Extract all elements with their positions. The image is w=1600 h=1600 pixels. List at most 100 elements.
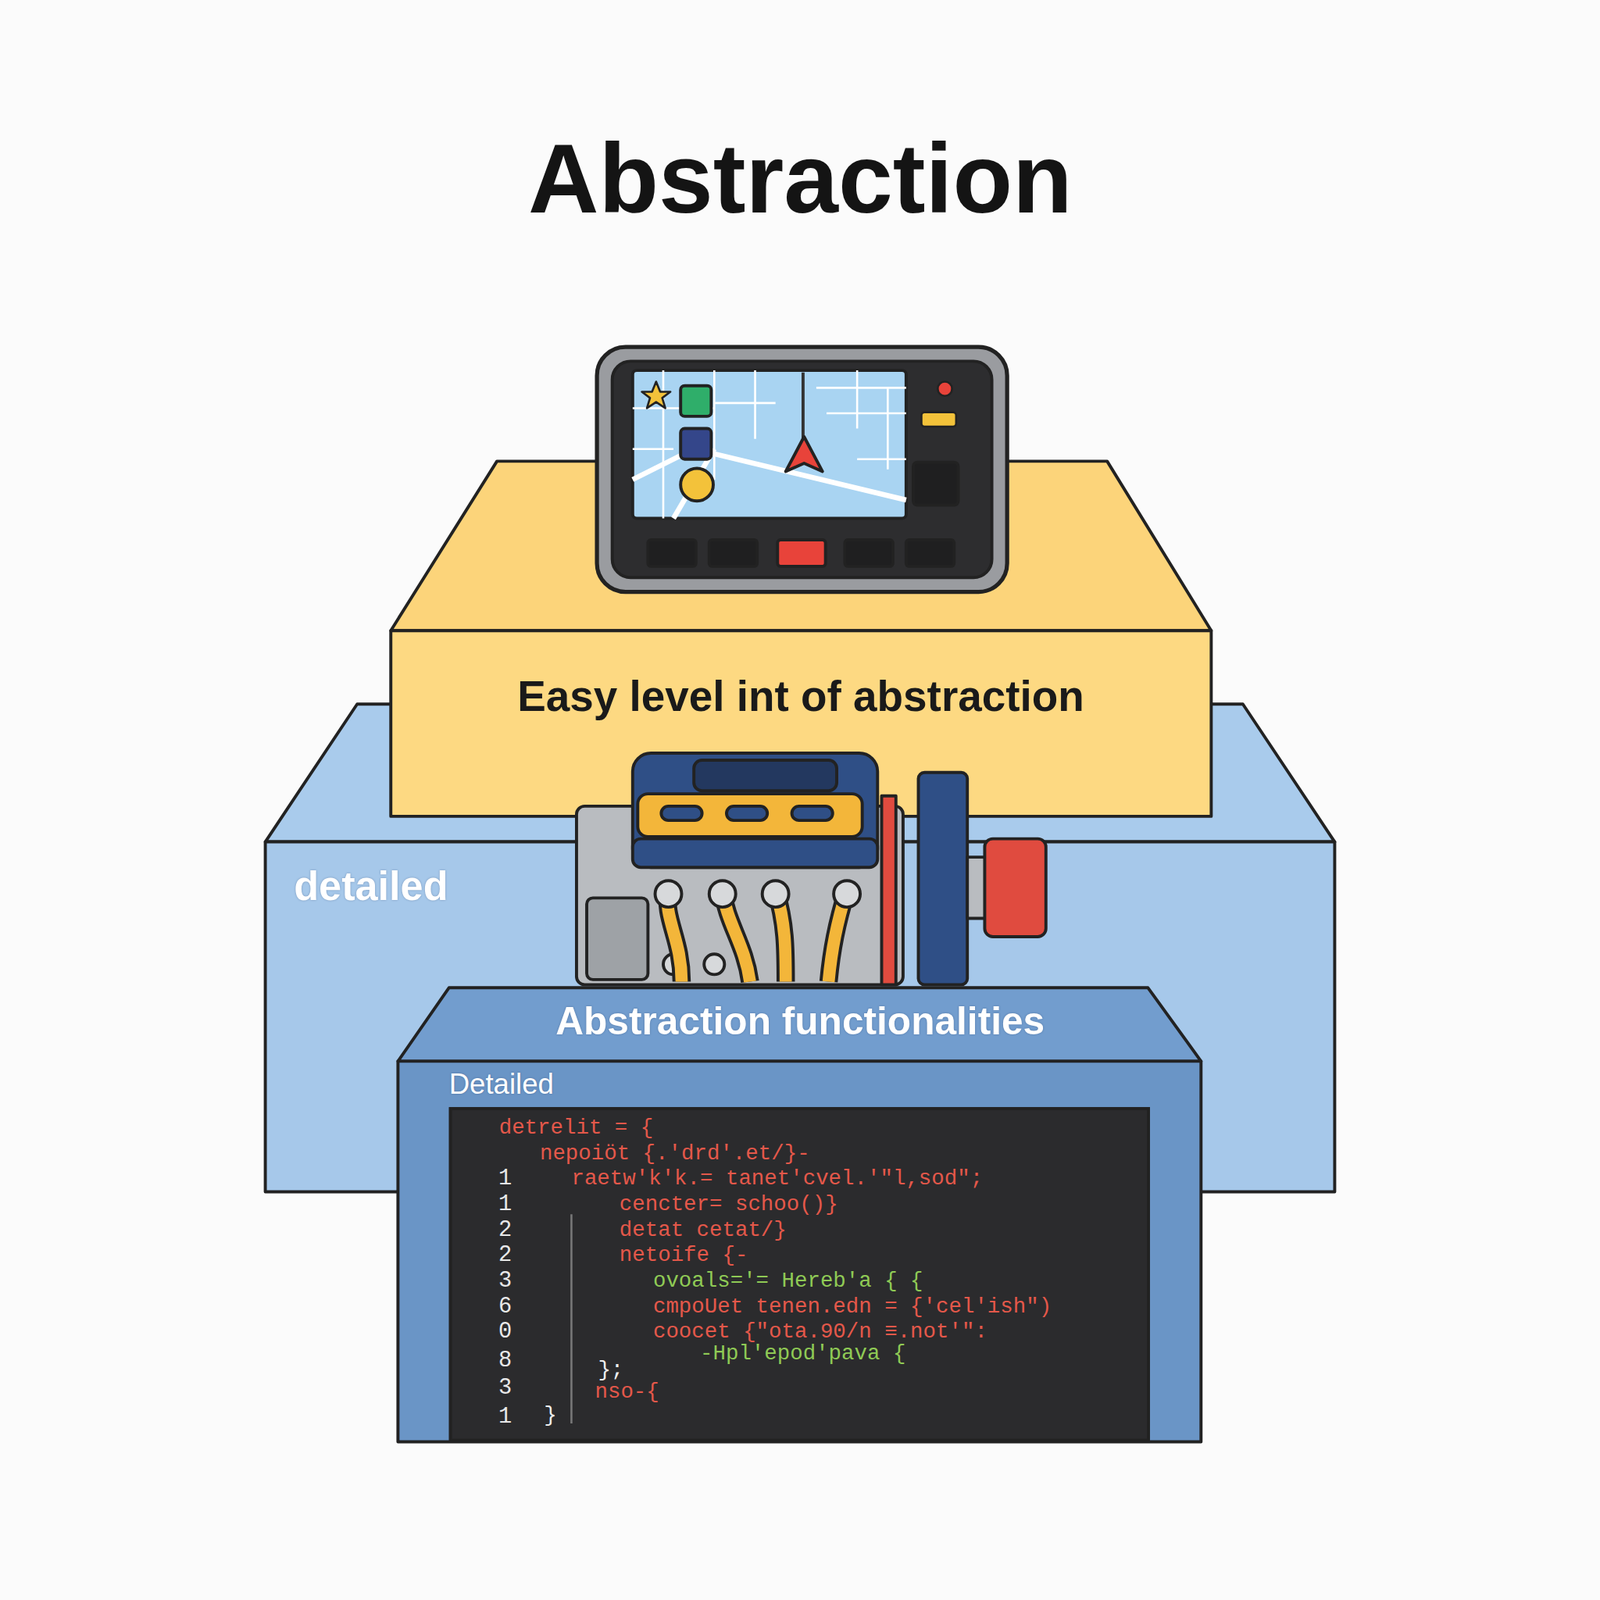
- engine-illustration-part: [726, 806, 768, 821]
- gps-device-illustration-part: [777, 539, 825, 567]
- indent-guide: [570, 1214, 573, 1424]
- abstraction-level-box-face: [390, 630, 1211, 817]
- functionality-box-face: [397, 1060, 1201, 1442]
- gps-device-illustration-part: [921, 412, 956, 427]
- engine-illustration-part: [693, 760, 837, 791]
- line-number: 1: [498, 1165, 512, 1192]
- engine-illustration-part: [576, 806, 904, 986]
- code-line-wrap: cencter= schoo()}: [619, 1192, 839, 1218]
- gps-device-illustration-part: [680, 468, 714, 502]
- engine-illustration-part: [703, 953, 725, 975]
- gps-device-illustration-part: [673, 449, 715, 519]
- line-number-wrap: 1: [498, 1191, 512, 1218]
- abstraction-level-box: Easy level int of abstraction: [390, 460, 1211, 817]
- engine-illustration-part: [722, 889, 750, 983]
- code-line: nepoiöt {.'drd'.et/}-: [539, 1142, 811, 1168]
- engine-illustration-part: [775, 889, 786, 983]
- gps-device-illustration-part: [785, 436, 823, 472]
- box-label-wrap: Detailed: [449, 1068, 554, 1102]
- code-line-wrap: };: [597, 1357, 624, 1383]
- gps-device-illustration: [596, 346, 1008, 592]
- gps-device-illustration-part: [906, 539, 954, 567]
- line-number-wrap: 6: [498, 1293, 512, 1320]
- engine-illustration: [576, 753, 1047, 985]
- functionality-box-face: [397, 987, 1201, 1061]
- code-line-wrap: nso-{: [594, 1380, 659, 1406]
- code-line-wrap: cmpoUet tenen.edn = {'cel'ish"): [653, 1294, 1052, 1320]
- engine-illustration-part: [833, 880, 861, 908]
- engine-illustration-part: [632, 839, 878, 868]
- engine-illustration-part: [881, 796, 896, 986]
- line-number: 6: [498, 1293, 512, 1320]
- code-line: ovoals='= Hereb'a { {: [653, 1269, 924, 1295]
- abstraction-level-box-outline: [390, 460, 1211, 817]
- box-label-wrap: Easy level int of abstraction: [517, 672, 1085, 722]
- engine-illustration-part: [792, 806, 833, 821]
- line-number-wrap: 2: [498, 1242, 512, 1268]
- line-number: 2: [498, 1242, 512, 1268]
- line-number: 2: [498, 1217, 512, 1243]
- line-number: 8: [498, 1347, 512, 1374]
- gps-device-illustration-part: [680, 428, 711, 460]
- gps-device-illustration-part: [632, 370, 907, 518]
- engine-illustration-part: [775, 889, 786, 983]
- code-line: };: [597, 1357, 624, 1383]
- gps-device-illustration-part: [632, 370, 907, 518]
- gps-device-illustration-part: [596, 346, 1008, 592]
- line-number: 3: [498, 1267, 512, 1294]
- code-line: raetw'k'k.= tanet'cvel.'"l,sod";: [571, 1167, 983, 1193]
- line-number-wrap: 1: [498, 1165, 512, 1192]
- code-line: cmpoUet tenen.edn = {'cel'ish"): [653, 1294, 1052, 1320]
- abstraction-level-box-face: [390, 460, 1211, 631]
- code-line: -Hpl'epod'pava {: [700, 1342, 906, 1368]
- code-line: }: [543, 1403, 557, 1429]
- diagram-title-wrap: Abstraction: [528, 122, 1073, 236]
- gps-device-illustration-part: [680, 385, 711, 417]
- engine-illustration-part: [709, 880, 736, 908]
- gps-device-illustration-part: [937, 381, 952, 396]
- gps-device-illustration-part: [913, 462, 958, 506]
- engine-illustration-part: [918, 772, 968, 986]
- diagram-title: Abstraction: [528, 122, 1073, 236]
- engine-illustration-part: [655, 880, 683, 908]
- code-line-wrap: coocet {"ota.90/n ≡.not'":: [653, 1320, 988, 1346]
- line-number-wrap: 1: [498, 1403, 512, 1430]
- line-number: 0: [498, 1318, 512, 1345]
- engine-illustration-part: [967, 857, 988, 918]
- code-line-wrap: detrelit = {: [499, 1116, 654, 1142]
- engine-illustration-part: [722, 889, 750, 983]
- engine-illustration-part: [667, 889, 682, 983]
- engine-illustration-part: [828, 889, 848, 983]
- engine-illustration-part: [660, 806, 702, 821]
- line-number-wrap: 2: [498, 1217, 512, 1243]
- box-label: detailed: [293, 862, 448, 910]
- box-label: Detailed: [449, 1068, 554, 1102]
- code-line-wrap: }: [543, 1403, 557, 1429]
- code-panel: detrelit = {nepoiöt {.'drd'.et/}-raetw'k…: [449, 1107, 1150, 1442]
- gps-device-illustration-part: [642, 381, 672, 408]
- box-label: Easy level int of abstraction: [517, 672, 1085, 722]
- engine-illustration-part: [667, 889, 682, 983]
- gps-device-illustration-part: [632, 370, 907, 518]
- line-number-wrap: 8: [498, 1347, 512, 1374]
- line-number-wrap: 3: [498, 1375, 512, 1401]
- gps-device-illustration-part: [647, 539, 696, 567]
- engine-illustration-part: [828, 889, 848, 983]
- engine-illustration-part: [663, 953, 684, 975]
- line-number: 3: [498, 1375, 512, 1401]
- code-line: netoife {-: [619, 1243, 749, 1269]
- code-line: detat cetat/}: [619, 1218, 787, 1244]
- gps-device-illustration-part: [612, 360, 993, 578]
- code-line: detrelit = {: [499, 1116, 654, 1142]
- engine-illustration-part: [637, 793, 862, 837]
- code-line-wrap: raetw'k'k.= tanet'cvel.'"l,sod";: [571, 1167, 983, 1193]
- line-number-wrap: 3: [498, 1267, 512, 1294]
- code-line-wrap: ovoals='= Hereb'a { {: [653, 1269, 924, 1295]
- box-label-wrap: detailed: [293, 862, 448, 910]
- code-line-wrap: nepoiöt {.'drd'.et/}-: [539, 1142, 811, 1168]
- gps-device-illustration-part: [801, 372, 805, 460]
- line-number-wrap: 0: [498, 1318, 512, 1345]
- gps-device-illustration-part: [844, 539, 893, 567]
- gps-device-illustration-part: [709, 539, 758, 567]
